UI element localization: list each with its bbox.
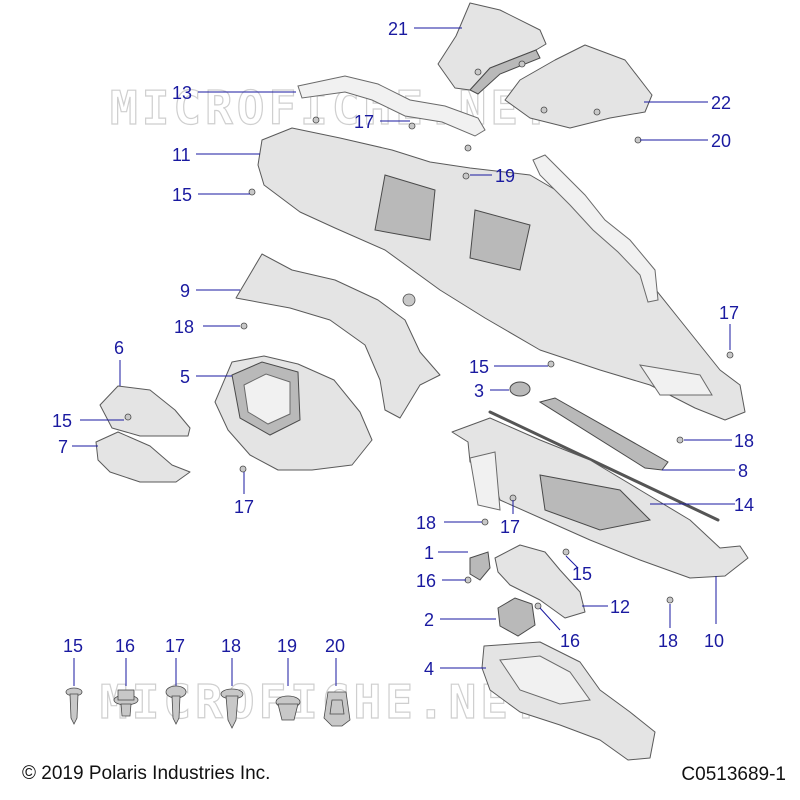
- flange-screw-icon: [113, 689, 139, 717]
- callout-6: 6: [114, 338, 124, 358]
- legend-label-17: 17: [165, 636, 185, 656]
- callout-3: 3: [474, 381, 484, 401]
- callout-4: 4: [424, 659, 434, 679]
- part-9-bracket: [235, 253, 441, 419]
- callout-17-center: 17: [500, 517, 520, 537]
- part-5-gauge-bezel: [214, 355, 373, 471]
- callout-15-upper-left: 15: [172, 185, 192, 205]
- legend-label-15: 15: [63, 636, 83, 656]
- callout-11: 11: [172, 145, 191, 165]
- watermark-bottom: MICROFICHE.NET: [100, 675, 544, 729]
- part-14-rod: [488, 410, 720, 522]
- part-13-grab-bar: [297, 75, 486, 137]
- fastener-legend: 15 16 17 18 19 20: [63, 636, 351, 729]
- part-2-latch: [497, 597, 536, 637]
- callout-labels: 21 22 13 17 20 11 19 15 9 18 17 6 5 15 3…: [52, 19, 754, 679]
- part-8-vent-grille: [538, 397, 669, 471]
- figure-code: C0513689-1: [681, 764, 786, 785]
- part-22-side-cover: [504, 44, 653, 129]
- callout-21: 21: [388, 19, 408, 39]
- callout-5: 5: [180, 367, 190, 387]
- callout-15-mid: 15: [469, 357, 489, 377]
- plug-icon: [275, 695, 301, 721]
- copyright-notice: © 2019 Polaris Industries Inc.: [22, 763, 271, 784]
- part-1-bracket: [469, 551, 491, 581]
- callout-12: 12: [610, 597, 630, 617]
- callout-2: 2: [424, 610, 434, 630]
- callout-18-lower: 18: [658, 631, 678, 651]
- callout-18-center: 18: [416, 513, 436, 533]
- callout-22: 22: [711, 93, 731, 113]
- callout-10: 10: [704, 631, 724, 651]
- right-rail: [532, 154, 659, 303]
- part-3-grommet: [509, 381, 531, 397]
- pan-head-screw-icon: [165, 685, 187, 725]
- callout-9: 9: [180, 281, 190, 301]
- callout-16-right: 16: [560, 631, 580, 651]
- leader-lines: [72, 27, 735, 686]
- callout-17-bezel: 17: [234, 497, 254, 517]
- callout-15-lower: 15: [572, 564, 592, 584]
- part-12-panel: [494, 544, 586, 619]
- callout-16-left: 16: [416, 571, 436, 591]
- part-10-lower-dash: [451, 417, 749, 579]
- part-7-lower-column-cover: [95, 431, 191, 483]
- scattered-fasteners: [124, 116, 734, 610]
- part-21-upper-cover: [437, 2, 547, 95]
- callout-19: 19: [495, 166, 515, 186]
- part-11-dash-panel: [257, 127, 746, 421]
- legend-label-18: 18: [221, 636, 241, 656]
- callout-13: 13: [172, 83, 192, 103]
- callout-8: 8: [738, 461, 748, 481]
- callout-7: 7: [58, 437, 68, 457]
- callout-18-right: 18: [734, 431, 754, 451]
- part-6-upper-column-cover: [99, 385, 191, 437]
- legend-label-19: 19: [277, 636, 297, 656]
- legend-label-20: 20: [325, 636, 345, 656]
- callout-18-left: 18: [174, 317, 194, 337]
- clip-nut-icon: [323, 691, 351, 727]
- callout-17-right: 17: [719, 303, 739, 323]
- callout-14: 14: [734, 495, 754, 515]
- callout-15-left: 15: [52, 411, 72, 431]
- callout-1: 1: [424, 543, 434, 563]
- push-rivet-icon: [220, 688, 244, 729]
- part-4-storage-bin: [481, 641, 656, 761]
- legend-label-16: 16: [115, 636, 135, 656]
- callout-20: 20: [711, 131, 731, 151]
- screw-icon: [65, 687, 83, 725]
- callout-17-top: 17: [354, 112, 374, 132]
